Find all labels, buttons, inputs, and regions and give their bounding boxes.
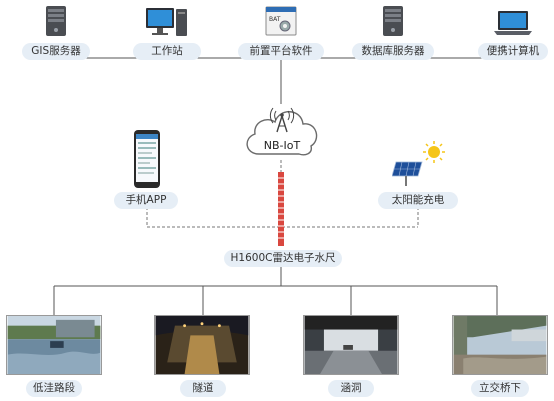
node-radar-water-gauge: H1600C雷达电子水尺	[224, 250, 342, 267]
culvert-photo	[303, 315, 399, 375]
node-solar-charging: 太阳能充电	[378, 192, 458, 209]
software-icon: BAT	[265, 6, 297, 36]
cloud-antenna-icon	[246, 107, 318, 156]
server-icon	[46, 6, 66, 36]
workstation-icon	[146, 8, 187, 36]
overpass-photo	[452, 315, 548, 375]
node-database-server: 数据库服务器	[352, 43, 434, 60]
node-overpass: 立交桥下	[471, 380, 529, 397]
node-workstation: 工作站	[133, 43, 201, 60]
tunnel-photo	[154, 315, 250, 375]
node-culvert: 涵洞	[328, 380, 374, 397]
sun-icon	[423, 141, 445, 163]
node-laptop: 便携计算机	[478, 43, 548, 60]
water-gauge-icon	[278, 172, 284, 246]
laptop-icon	[494, 11, 532, 35]
low-road-photo	[6, 315, 102, 375]
svg-text:BAT: BAT	[269, 16, 281, 23]
node-frontend-software: 前置平台软件	[238, 43, 324, 60]
node-mobile-app: 手机APP	[114, 192, 178, 209]
smartphone-icon	[134, 130, 160, 188]
server-icon	[383, 6, 403, 36]
node-gis-server: GIS服务器	[22, 43, 90, 60]
solar-panel-icon	[392, 161, 423, 186]
node-tunnel: 隧道	[180, 380, 226, 397]
cloud-label: NB-IoT	[263, 139, 301, 152]
node-low-road: 低洼路段	[26, 380, 82, 397]
